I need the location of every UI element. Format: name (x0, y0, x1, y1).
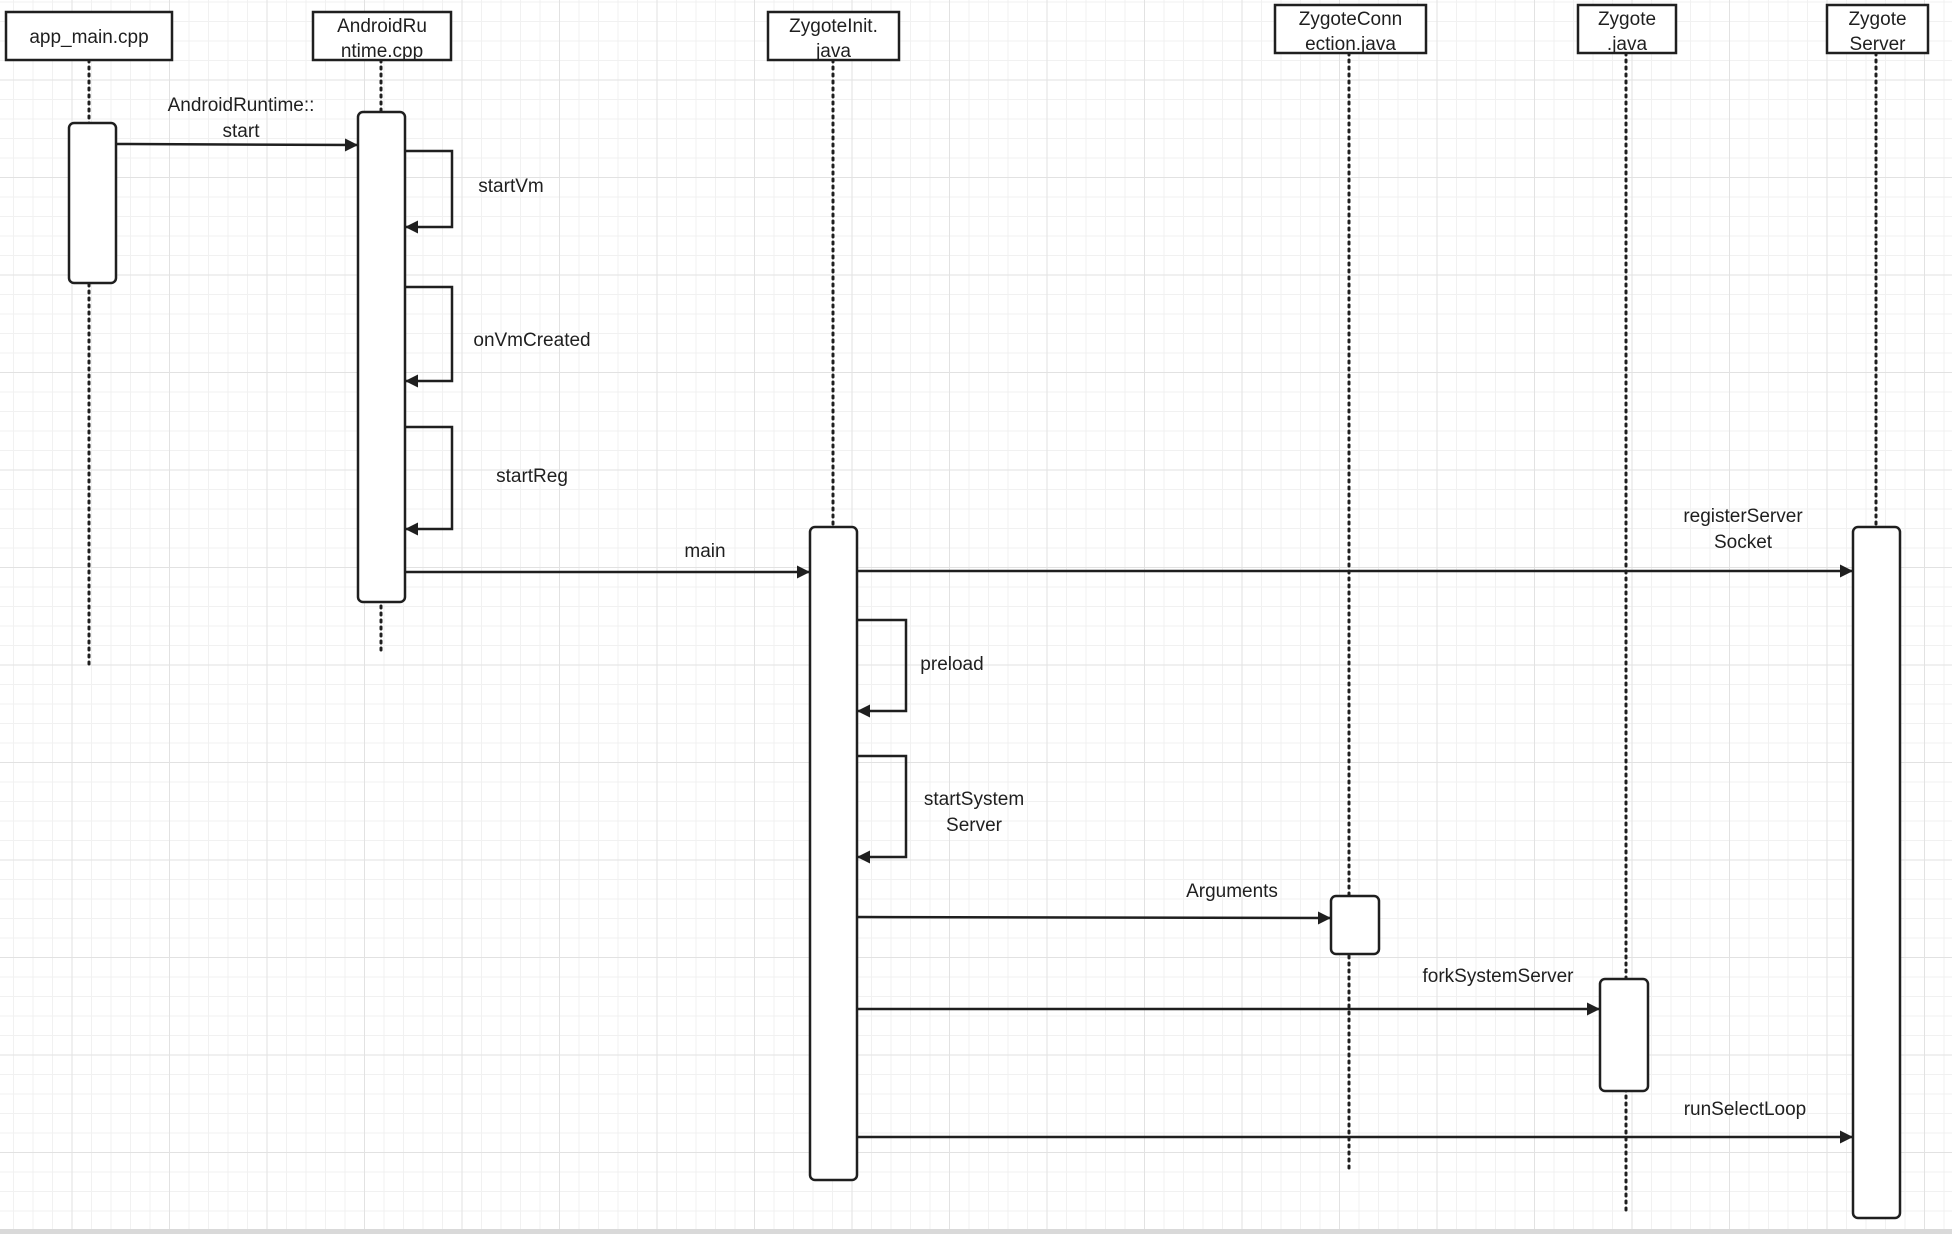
message-label-androidruntime-start-line: AndroidRuntime:: (168, 95, 315, 116)
activation-bar-app-main (67, 121, 118, 285)
message-label-startvm: startVm (478, 176, 543, 197)
message-label-main-line: main (684, 541, 725, 562)
participant-box-zygote_java (1576, 3, 1678, 55)
message-label-runselectloop: runSelectLoop (1684, 1099, 1807, 1120)
participant-label-android_runtime-line: AndroidRu (337, 16, 427, 37)
message-label-startreg-line: startReg (496, 466, 568, 487)
canvas-bottom-border (0, 1229, 1952, 1234)
message-arrow-arguments (856, 911, 1332, 925)
message-label-onvmcreated: onVmCreated (473, 330, 590, 351)
message-arrow-preload (857, 618, 908, 718)
participant-box-zygote_server (1825, 3, 1930, 55)
participant-label-zygote_connection-line: ection.java (1305, 34, 1396, 55)
participant-box-android_runtime (311, 10, 453, 62)
participant-label-zygote_init: ZygoteInit. java (789, 16, 878, 62)
message-arrow-startsystemserver (857, 754, 908, 864)
participant-label-android_runtime: AndroidRu ntime.cpp (337, 16, 427, 62)
message-label-forksystemserver: forkSystemServer (1423, 966, 1575, 987)
message-arrow-androidruntime-start (115, 138, 359, 152)
message-label-forksystemserver-line: forkSystemServer (1423, 966, 1575, 987)
participant-label-zygote_init-line: java (815, 41, 851, 62)
message-label-startsystemserver-line: Server (946, 815, 1003, 836)
participant-label-app_main-line: app_main.cpp (29, 27, 148, 48)
message-label-startvm-line: startVm (478, 176, 543, 197)
message-arrow-startreg (405, 425, 454, 536)
message-label-startreg: startReg (496, 466, 568, 487)
participant-label-app_main: app_main.cpp (29, 27, 148, 48)
message-label-arguments: Arguments (1186, 881, 1278, 902)
message-label-main: main (684, 541, 725, 562)
participant-box-zygote_init (766, 10, 901, 62)
activation-bar-zygote-connection (1329, 894, 1381, 956)
activation-bar-android-runtime (356, 110, 407, 604)
message-label-androidruntime-start-line: start (223, 121, 261, 142)
activation-bar-zygote-init (808, 525, 859, 1182)
participant-box-zygote_connection (1273, 3, 1428, 55)
participant-label-zygote_server-line: Zygote (1848, 9, 1906, 30)
message-arrow-startvm (405, 149, 454, 234)
message-label-preload: preload (920, 654, 983, 675)
participant-label-android_runtime-line: ntime.cpp (341, 41, 423, 62)
participant-label-zygote_java-line: Zygote (1598, 9, 1656, 30)
participant-label-zygote_java-line: .java (1607, 34, 1648, 55)
participant-label-zygote_connection: ZygoteConn ection.java (1299, 9, 1403, 55)
participant-label-zygote_server-line: Server (1850, 34, 1907, 55)
participant-label-zygote_connection-line: ZygoteConn (1299, 9, 1403, 30)
message-arrow-onvmcreated (405, 285, 454, 388)
participant-label-zygote_java: Zygote .java (1598, 9, 1656, 55)
message-label-arguments-line: Arguments (1186, 881, 1278, 902)
participant-box-app_main (4, 10, 174, 62)
participant-label-zygote_init-line: ZygoteInit. (789, 16, 878, 37)
message-label-runselectloop-line: runSelectLoop (1684, 1099, 1807, 1120)
activation-bar-zygote-java (1598, 977, 1650, 1093)
message-label-androidruntime-start: AndroidRuntime::start (168, 95, 315, 142)
message-label-startsystemserver-line: startSystem (924, 789, 1024, 810)
message-label-registerserversocket-line: Socket (1714, 532, 1773, 553)
message-label-registerserversocket-line: registerServer (1683, 506, 1803, 527)
message-label-onvmcreated-line: onVmCreated (473, 330, 590, 351)
activation-bar-zygote-server (1851, 525, 1902, 1220)
message-label-preload-line: preload (920, 654, 983, 675)
